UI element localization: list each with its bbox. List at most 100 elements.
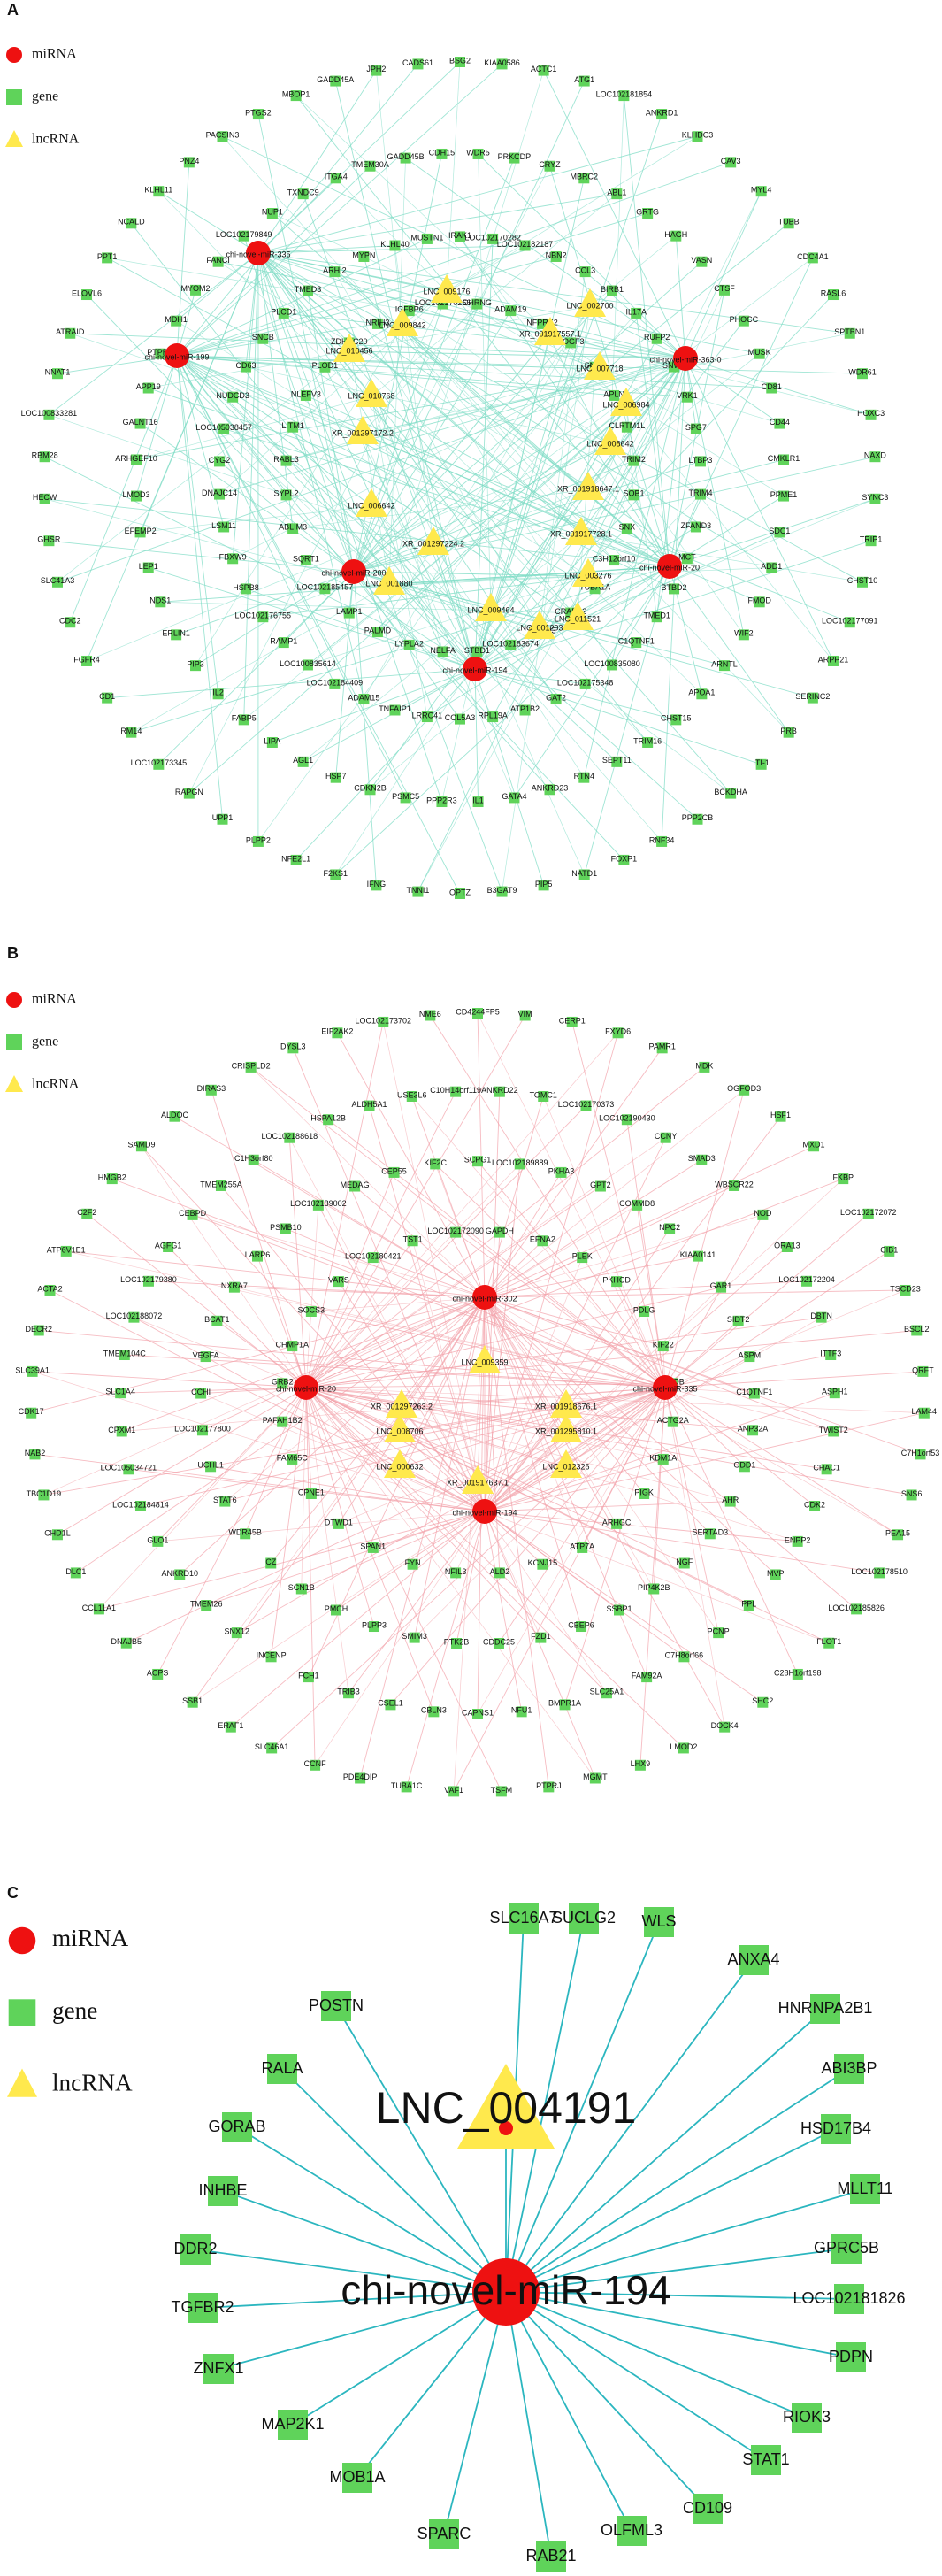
edge xyxy=(429,1015,666,1388)
edge xyxy=(106,257,670,567)
edge xyxy=(157,1387,307,1675)
lncrna-node xyxy=(347,416,379,444)
gene-label: MDH1 xyxy=(165,315,188,324)
gene-label: BSG2 xyxy=(449,56,471,65)
gene-node xyxy=(494,1226,505,1238)
gene-node xyxy=(519,240,531,251)
lncrna-label: LNC_010768 xyxy=(348,391,394,400)
edge xyxy=(257,135,698,254)
edge xyxy=(543,70,686,359)
gene-label: RABL3 xyxy=(273,455,299,464)
gene-label: EFNA2 xyxy=(530,1235,555,1244)
gene-node xyxy=(287,421,299,433)
gene-node xyxy=(869,493,881,504)
edge xyxy=(176,355,287,496)
edge xyxy=(257,252,444,652)
gene-node xyxy=(171,629,182,641)
gene-label: NPC2 xyxy=(659,1223,680,1232)
gene-node xyxy=(155,348,166,359)
gene-node xyxy=(538,880,549,891)
edge xyxy=(685,190,762,359)
gene-label: TUBA1C xyxy=(391,1781,423,1790)
gene-label: DYSL3 xyxy=(280,1042,306,1051)
gene-label: CADS61 xyxy=(402,58,433,67)
gene-label: FLOT1 xyxy=(816,1637,841,1646)
gene-label: GPT2 xyxy=(590,1180,611,1189)
gene-node xyxy=(632,1199,643,1211)
gene-label: LITM1 xyxy=(281,421,304,430)
edge xyxy=(120,1387,307,1394)
gene-label: PLPP2 xyxy=(246,835,271,844)
legend-lncrna-label: lncRNA xyxy=(32,1077,80,1092)
edge xyxy=(157,1387,307,1542)
gene-node xyxy=(385,1699,396,1711)
gene-label: PPP2CB xyxy=(682,813,714,822)
gene-label: MBOP1 xyxy=(282,89,310,98)
gene-label: SERINC2 xyxy=(795,692,830,701)
gene-node xyxy=(747,1425,759,1436)
edge xyxy=(140,423,355,573)
gene-label: CDK17 xyxy=(19,1407,44,1416)
gene-node xyxy=(406,1090,417,1102)
lncrna-node xyxy=(457,2064,555,2149)
gene-node xyxy=(163,1242,174,1252)
lncrna-label: LNC_004191 xyxy=(376,2083,637,2133)
lncrna-node xyxy=(373,566,405,595)
edge xyxy=(369,1105,486,1512)
edge xyxy=(364,305,591,700)
edge xyxy=(70,333,364,434)
gene-node xyxy=(305,1488,317,1500)
edge xyxy=(661,358,686,842)
gene-label: RAPGN xyxy=(175,788,203,796)
gene-node xyxy=(472,796,484,808)
gene-node xyxy=(448,1786,460,1797)
edge xyxy=(130,223,476,670)
gene-label: IFNG xyxy=(367,880,387,888)
gene-node xyxy=(409,1632,420,1643)
gene-node xyxy=(472,1008,483,1019)
gene-label: CCHI xyxy=(191,1388,211,1396)
gene-node xyxy=(536,2541,566,2572)
gene-label: TXNDC9 xyxy=(287,188,319,197)
gene-node xyxy=(579,678,591,689)
gene-node xyxy=(265,1651,277,1663)
gene-label: WBSCR22 xyxy=(715,1180,754,1188)
gene-label: ARHGC xyxy=(602,1518,632,1526)
edge xyxy=(484,1159,702,1298)
gene-node xyxy=(429,2519,459,2549)
gene-label: LOC102172072 xyxy=(840,1208,897,1217)
edge xyxy=(664,1387,719,1634)
edge xyxy=(484,1204,638,1298)
edge xyxy=(305,1387,316,1765)
edge xyxy=(484,1256,699,1298)
edge xyxy=(587,353,760,490)
edge xyxy=(257,252,294,529)
lncrna-label: LNC_007718 xyxy=(576,364,623,373)
gene-label: ERAF1 xyxy=(218,1721,243,1730)
edge xyxy=(86,443,611,662)
gene-label: SPTBN1 xyxy=(834,327,865,336)
edge xyxy=(401,1296,486,1408)
gene-label: CIB1 xyxy=(880,1245,898,1254)
legend-gene-marker xyxy=(8,1999,36,2026)
gene-label: LMOD2 xyxy=(670,1742,697,1751)
edge xyxy=(179,1296,486,1575)
gene-label: PPL xyxy=(741,1599,756,1608)
gene-node xyxy=(621,421,632,433)
edge xyxy=(282,1421,486,1512)
gene-node xyxy=(211,1315,223,1326)
edge xyxy=(245,252,259,367)
gene-node xyxy=(729,1180,740,1191)
gene-label: CEP55 xyxy=(381,1166,407,1175)
gene-node xyxy=(537,1235,548,1247)
gene-label: CD109 xyxy=(683,2499,732,2517)
gene-node xyxy=(358,250,370,262)
gene-label: HNRNPA2B1 xyxy=(778,1999,873,2017)
gene-label: TMED3 xyxy=(295,285,322,294)
gene-label: LOC102179849 xyxy=(216,230,272,239)
gene-node xyxy=(487,711,499,723)
edge xyxy=(205,1356,666,1388)
gene-label: MDK xyxy=(695,1061,713,1070)
gene-label: LOC102178510 xyxy=(851,1567,908,1576)
gene-node xyxy=(719,1721,731,1733)
